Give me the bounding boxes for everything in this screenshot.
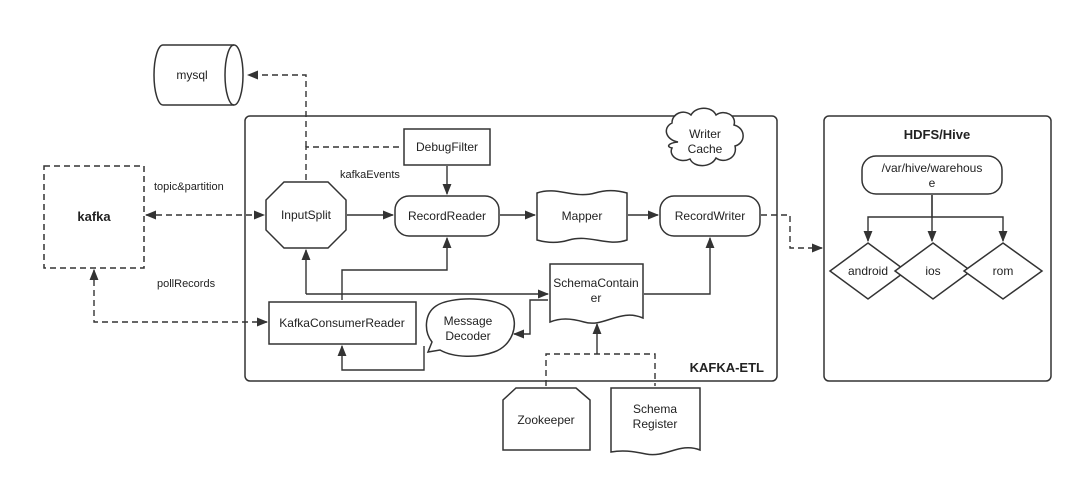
kafka-consumer-reader-node: KafkaConsumerReader: [268, 301, 417, 345]
android-node: android: [828, 242, 908, 300]
schema-register-node: Schema Register: [610, 387, 701, 456]
input-split-label: InputSplit: [281, 208, 332, 222]
edge-zookeeper-schema: [545, 353, 656, 386]
ios-label: ios: [925, 264, 940, 278]
rom-label: rom: [993, 264, 1014, 278]
hdfs-path-node: /var/hive/warehous e: [861, 155, 1003, 195]
android-label: android: [848, 264, 888, 278]
edge-label-topic-partition: topic&partition: [154, 181, 224, 193]
edge-label-poll-records: pollRecords: [157, 278, 216, 290]
writer-cache-line-1: Writer: [689, 127, 721, 141]
zookeeper-label: Zookeeper: [517, 413, 574, 427]
schema-container-node: SchemaContain er: [549, 263, 644, 324]
kafka-consumer-reader-label: KafkaConsumerReader: [279, 316, 404, 330]
message-decoder-line-1: Message: [444, 314, 493, 328]
record-reader-node: RecordReader: [394, 195, 500, 237]
mysql-node: mysql: [153, 44, 244, 106]
writer-cache-line-2: Cache: [688, 142, 723, 156]
edge-recordwriter-hdfs: [761, 214, 824, 253]
kafka-etl-label: KAFKA-ETL: [690, 360, 764, 375]
rom-node: rom: [962, 242, 1044, 300]
message-decoder-line-2: Decoder: [445, 329, 490, 343]
edge-to-mysql: [246, 70, 307, 147]
schema-container-line-2: er: [591, 291, 602, 305]
kafka-node: kafka: [43, 165, 145, 269]
record-writer-node: RecordWriter: [659, 195, 761, 237]
kafka-etl-group: [244, 115, 778, 382]
edge-schema-decoder: [512, 299, 548, 339]
record-writer-label: RecordWriter: [675, 209, 745, 223]
schema-register-line-2: Register: [633, 417, 678, 431]
mapper-label: Mapper: [562, 209, 603, 223]
debug-filter-node: DebugFilter: [403, 128, 491, 166]
schema-container-line-1: SchemaContain: [553, 276, 638, 290]
kafka-label: kafka: [77, 209, 111, 224]
mysql-label: mysql: [176, 68, 207, 82]
edge-label-kafka-events: kafkaEvents: [340, 169, 400, 181]
edge-schema-recordwriter: [644, 236, 715, 295]
schema-register-line-1: Schema: [633, 402, 677, 416]
edge-hdfs-android: [863, 195, 933, 243]
message-decoder-node: Message Decoder: [425, 298, 515, 357]
mapper-node: Mapper: [536, 189, 628, 244]
input-split-node: InputSplit: [265, 181, 347, 249]
hdfs-hive-label: HDFS/Hive: [904, 127, 970, 142]
writer-cache-node: Writer Cache: [665, 107, 744, 167]
edge-hdfs-rom: [932, 216, 1008, 243]
edge-decoder-consumer: [337, 344, 425, 371]
record-reader-label: RecordReader: [408, 209, 486, 223]
ios-node: ios: [893, 242, 973, 300]
hdfs-hive-group: [823, 115, 1052, 382]
hdfs-path-line-2: e: [929, 176, 936, 190]
edge-kafka-consumer: [89, 268, 269, 327]
edge-consumer-recordreader: [341, 236, 452, 300]
hdfs-path-line-1: /var/hive/warehous: [882, 161, 983, 175]
debug-filter-label: DebugFilter: [416, 140, 478, 154]
zookeeper-node: Zookeeper: [502, 387, 591, 451]
